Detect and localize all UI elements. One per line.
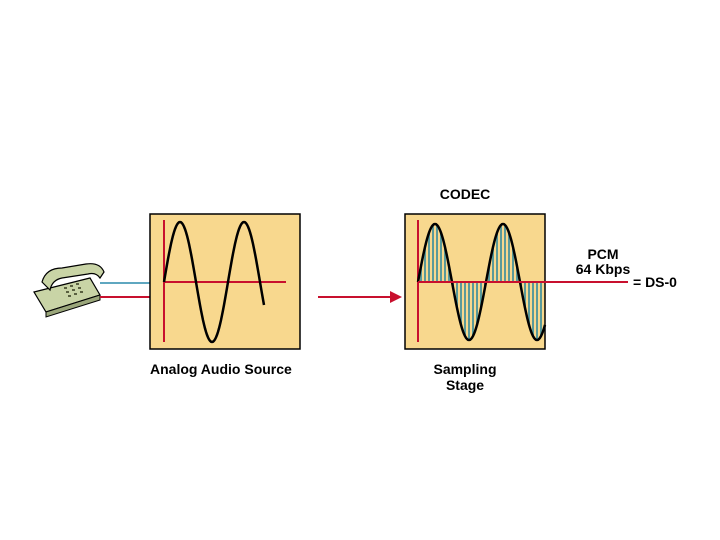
sampled-sine-wave: [416, 222, 547, 342]
ds0-label: = DS-0: [633, 274, 677, 290]
pcm-rate-label: 64 Kbps: [575, 261, 631, 277]
analog-source-panel: [149, 213, 301, 350]
analog-audio-source-label: Analog Audio Source: [150, 361, 292, 377]
sampling-stage-label-line1: Sampling: [433, 361, 497, 377]
codec-label: CODEC: [439, 186, 491, 202]
sampling-stage-label-line2: Stage: [445, 377, 485, 393]
pcm-label: PCM: [587, 246, 619, 262]
telephone-icon: [33, 263, 105, 318]
analog-sine-wave: [162, 220, 266, 344]
flow-arrow: [318, 291, 402, 303]
